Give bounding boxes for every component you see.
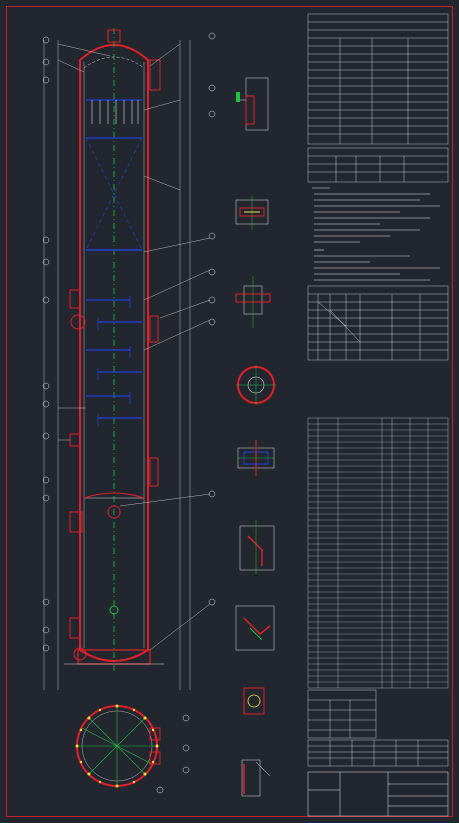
column-plan-view: [75, 704, 190, 794]
detail-6: [239, 520, 275, 574]
detail-3: [235, 276, 271, 328]
detail-views: [235, 77, 276, 797]
parts-list-rows: [308, 423, 448, 683]
small-table: [307, 147, 449, 183]
column-elevation: [42, 28, 216, 690]
detail-2: [235, 196, 269, 230]
design-spec-table: [307, 13, 449, 145]
technical-notes: [312, 187, 440, 281]
detail-7: [235, 605, 275, 651]
nozzle-table: [307, 285, 449, 361]
right-panel-tables: [307, 13, 449, 817]
title-block: [307, 771, 449, 817]
detail-8: [243, 687, 265, 715]
parts-list-table: [307, 417, 449, 689]
detail-5: [237, 440, 275, 476]
revision-table: [307, 689, 449, 767]
detail-9: [241, 759, 271, 797]
detail-4: [236, 365, 276, 405]
drawing-frame: [6, 6, 453, 817]
vessel-shell: [79, 44, 149, 662]
detail-1: [236, 77, 269, 131]
